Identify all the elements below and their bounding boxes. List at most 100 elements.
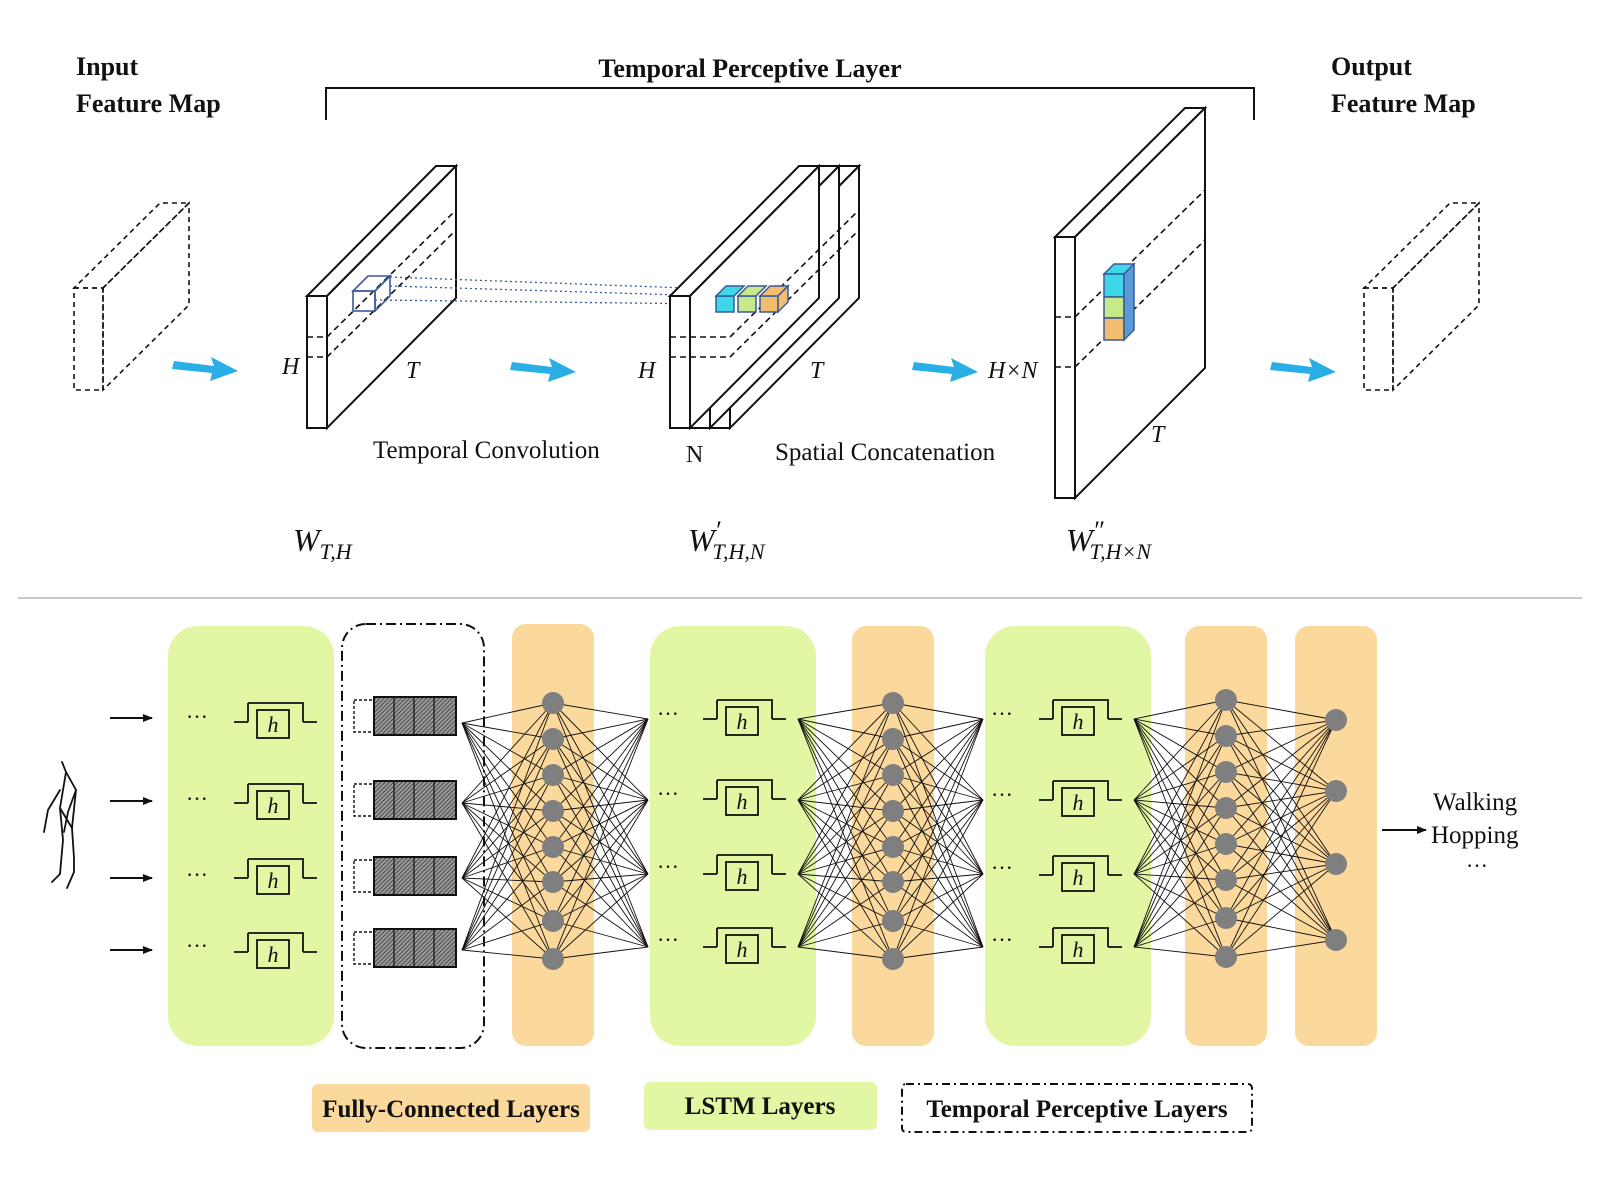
lstm-layer-1 (168, 626, 334, 1046)
fc-node (1325, 780, 1347, 802)
fc-node (542, 764, 564, 786)
fc-connection (552, 702, 649, 720)
fc-connection (797, 799, 894, 922)
fc-connection (1133, 799, 1227, 809)
class-label-more: ··· (1466, 853, 1488, 878)
fc-connection (461, 722, 554, 922)
concat-cubes-row (714, 284, 790, 314)
fc-connection (461, 738, 554, 879)
weight-label-3: W″T,H×N (1066, 516, 1152, 564)
legend-label-tpl: Temporal Perceptive Layers (926, 1096, 1228, 1123)
bracket-title: Temporal Perceptive Layer (598, 54, 901, 83)
fc-connection (797, 799, 894, 848)
fc-connection (1133, 699, 1227, 801)
fc-connection (1133, 946, 1227, 958)
fc-connection (552, 718, 649, 922)
fc-connection (797, 738, 894, 801)
output-label-line2: Feature Map (1331, 89, 1476, 118)
fc-node (1215, 797, 1237, 819)
fc-connection (552, 946, 649, 960)
fc-connection (1225, 719, 1337, 919)
fc-connection (461, 877, 554, 883)
fc-connection (461, 738, 554, 804)
fc-connection (1225, 699, 1337, 941)
lstm-cell (703, 927, 786, 964)
fc-connection (1225, 790, 1337, 919)
fc-nodes (542, 689, 1347, 970)
fc-connection (552, 718, 649, 776)
fc-connection (892, 810, 984, 875)
fc-connection (1225, 719, 1337, 737)
fc-connection (892, 873, 984, 960)
fc-connection (1225, 699, 1337, 792)
fc-connection (1225, 699, 1337, 721)
fc-connection (552, 810, 649, 875)
fc-connection (892, 799, 984, 960)
lstm-cell (234, 858, 317, 895)
fc-connection (461, 722, 554, 848)
legend-swatch-lstm (644, 1082, 877, 1130)
fc-connection (892, 774, 984, 801)
fc-connection (892, 702, 984, 875)
lstm-layer-2 (650, 626, 816, 1046)
input-label-line1: Input (76, 52, 138, 81)
fc-connection (552, 738, 649, 801)
lstm-cell (703, 699, 786, 736)
fc-node (542, 910, 564, 932)
lstm-cell (1039, 699, 1122, 736)
fc-node (1215, 946, 1237, 968)
fc-connection (1133, 718, 1227, 737)
fc-connection (797, 702, 894, 720)
lstm-cells-1: ··· ··· ··· ··· h h h h (186, 702, 317, 969)
fc-connection (892, 799, 984, 922)
lstm-cell-label: h (1073, 865, 1084, 890)
fc-connection (892, 702, 984, 801)
fc-connection (1133, 879, 1227, 948)
lstm-cell (1039, 855, 1122, 892)
fc-connection (797, 702, 894, 801)
lstm-cell (703, 779, 786, 816)
ellipsis: ··· (186, 786, 208, 811)
conv-kernel (351, 274, 392, 313)
lstm-cell (1039, 927, 1122, 964)
input-label-line2: Feature Map (76, 89, 221, 118)
fc-connection (1225, 843, 1337, 941)
fc-node (1215, 761, 1237, 783)
ellipsis: ··· (991, 927, 1013, 952)
fc-connection (1133, 873, 1227, 919)
fc-connection (892, 799, 984, 812)
ellipsis: ··· (186, 933, 208, 958)
ellipsis: ··· (657, 701, 679, 726)
flow-arrow-4 (1270, 358, 1336, 382)
lstm-cell (234, 702, 317, 739)
lstm-cell-label: h (268, 793, 279, 818)
fc-connection (797, 946, 894, 960)
fc-connection (552, 873, 649, 960)
fc-connection (797, 774, 894, 875)
ellipsis: ··· (657, 781, 679, 806)
cube-cyan (715, 295, 735, 313)
fc-connection (461, 774, 554, 879)
tpl-filter (353, 780, 457, 820)
fc-connection (552, 738, 649, 875)
fc-connection (552, 873, 649, 922)
fc-edges (461, 699, 1337, 960)
fc-layer-1 (512, 624, 594, 1046)
fc-connection (552, 799, 649, 812)
lstm-cell (1039, 780, 1122, 817)
fc-connection (892, 946, 984, 960)
fc-connection (461, 802, 554, 960)
ellipsis: ··· (991, 855, 1013, 880)
lstm-cell-label: h (268, 942, 279, 967)
fc-connection (892, 718, 984, 848)
fc-connection (552, 873, 649, 883)
fc-connection (892, 718, 984, 812)
fc-connection (552, 718, 649, 848)
fc-connection (1133, 718, 1227, 881)
fc-node (542, 871, 564, 893)
fc-connection (461, 877, 554, 922)
n-label: N (686, 442, 703, 468)
layer-bracket (325, 87, 1255, 120)
lstm-cell-label: h (268, 712, 279, 737)
fc-connection (1225, 790, 1337, 881)
